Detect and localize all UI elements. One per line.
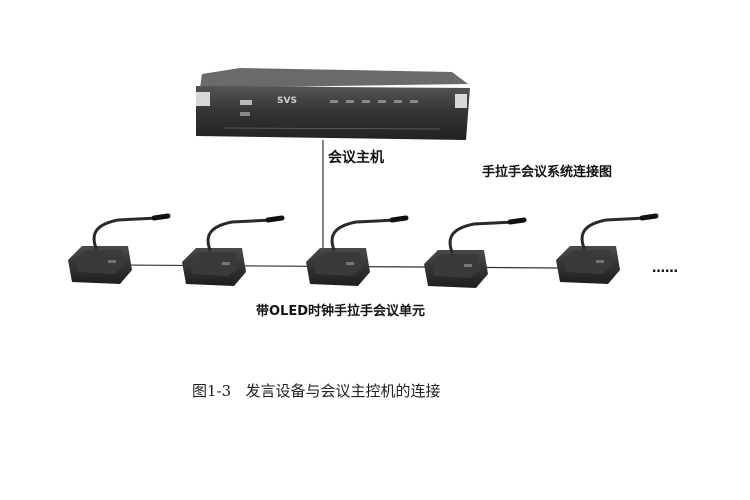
- conference-host-icon: [196, 68, 470, 140]
- unit-label: 带OLED时钟手拉手会议单元: [256, 303, 425, 319]
- conference-unit-icon: [68, 213, 171, 284]
- conference-unit-icon: [424, 217, 527, 288]
- diagram-title: 手拉手会议系统连接图: [482, 164, 612, 180]
- conference-unit-icon: [556, 213, 659, 284]
- host-label: 会议主机: [328, 149, 384, 166]
- conference-unit-icon: [306, 215, 409, 286]
- conference-units: [68, 213, 659, 288]
- conference-unit-icon: [182, 215, 285, 286]
- host-brand: SVS: [277, 96, 297, 106]
- figure-caption: 图1-3 发言设备与会议主控机的连接: [192, 382, 440, 400]
- continuation-dots: ……: [652, 261, 678, 276]
